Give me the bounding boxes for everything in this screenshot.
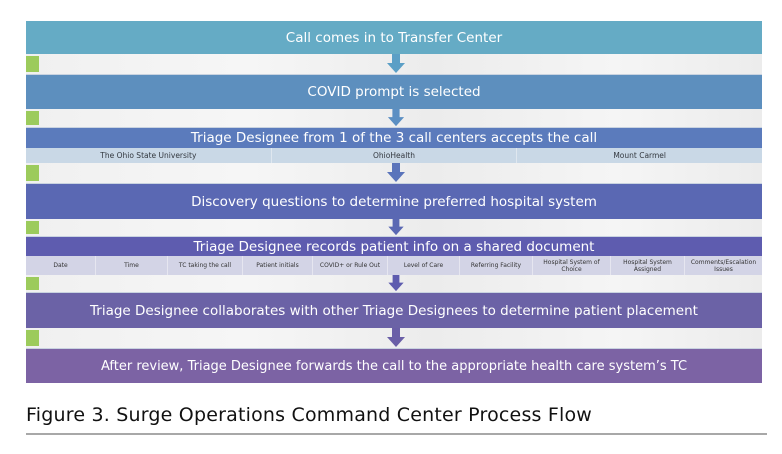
column-header: Date <box>26 256 96 275</box>
call-centers-row: The Ohio State University OhioHealth Mou… <box>26 148 762 163</box>
step-label: After review, Triage Designee forwards t… <box>100 358 688 374</box>
step-triage-accepts: Triage Designee from 1 of the 3 call cen… <box>26 128 762 148</box>
step-label: Triage Designee collaborates with other … <box>90 302 698 319</box>
step-label: Triage Designee records patient info on … <box>193 238 595 255</box>
step-label: Triage Designee from 1 of the 3 call cen… <box>190 130 598 146</box>
arrow-down-icon <box>387 54 405 73</box>
connector <box>26 163 762 184</box>
column-header: Hospital System of Choice <box>533 256 611 275</box>
step-call-comes-in: Call comes in to Transfer Center <box>26 21 762 54</box>
arrow-down-icon <box>388 275 404 292</box>
call-center: The Ohio State University <box>26 148 272 163</box>
connector <box>26 219 762 237</box>
step-label: Call comes in to Transfer Center <box>285 29 503 46</box>
green-square-marker <box>26 277 39 290</box>
arrow-down-icon <box>387 163 405 182</box>
step-covid-prompt: COVID prompt is selected <box>26 75 762 109</box>
step-discovery-questions: Discovery questions to determine preferr… <box>26 184 762 219</box>
step-label: Discovery questions to determine preferr… <box>191 193 597 210</box>
arrow-down-icon <box>388 219 404 236</box>
green-square-marker <box>26 111 39 125</box>
column-header: TC taking the call <box>168 256 243 275</box>
shared-document-columns: Date Time TC taking the call Patient ini… <box>26 256 762 275</box>
connector <box>26 109 762 128</box>
connector <box>26 275 762 293</box>
connector <box>26 328 762 349</box>
step-records-patient-info: Triage Designee records patient info on … <box>26 237 762 256</box>
call-center: OhioHealth <box>272 148 518 163</box>
column-header: Patient initials <box>243 256 313 275</box>
green-square-marker <box>26 56 39 72</box>
step-forwards-call: After review, Triage Designee forwards t… <box>26 349 762 383</box>
arrow-down-icon <box>387 109 405 127</box>
column-header: Hospital System Assigned <box>611 256 685 275</box>
green-square-marker <box>26 165 39 181</box>
step-collaborates: Triage Designee collaborates with other … <box>26 293 762 328</box>
process-flow: Call comes in to Transfer Center COVID p… <box>26 21 762 383</box>
caption-divider <box>26 433 767 435</box>
column-header: Comments/Escalation Issues <box>690 258 757 273</box>
green-square-marker <box>26 221 39 234</box>
column-header: Level of Care <box>388 256 460 275</box>
arrow-down-icon <box>387 328 405 347</box>
column-header: COVID+ or Rule Out <box>313 256 388 275</box>
connector <box>26 54 762 75</box>
figure-caption: Figure 3. Surge Operations Command Cente… <box>26 404 593 426</box>
green-square-marker <box>26 330 39 346</box>
call-center: Mount Carmel <box>613 151 667 160</box>
step-label: COVID prompt is selected <box>307 84 481 100</box>
column-header: Referring Facility <box>460 256 533 275</box>
column-header: Time <box>96 256 168 275</box>
